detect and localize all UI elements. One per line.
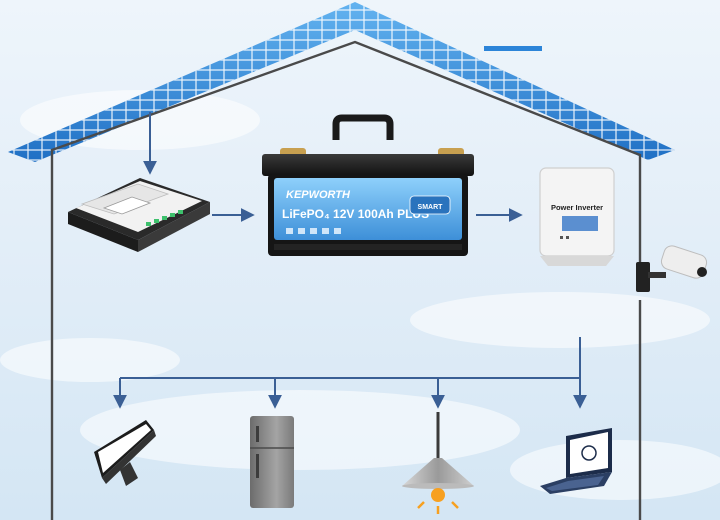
battery-icon: KEPWORTH LiFePO₄ 12V 100Ah PLUS SMART — [262, 114, 474, 256]
battery-smart-badge: SMART — [418, 204, 444, 211]
power-inverter-icon: Power Inverter — [539, 167, 615, 266]
solar-roof-icon — [8, 2, 675, 162]
inverter-label: Power Inverter — [551, 203, 603, 212]
security-camera-icon — [636, 245, 708, 292]
wiring — [113, 112, 587, 409]
battery-brand: KEPWORTH — [286, 189, 351, 201]
house-outline — [50, 40, 642, 520]
battery-model: LiFePO₄ 12V 100Ah PLUS — [282, 207, 429, 221]
laptop-icon — [540, 428, 612, 494]
refrigerator-icon — [250, 416, 294, 508]
charge-controller-icon — [68, 178, 210, 252]
ceiling-lamp-icon — [402, 412, 474, 514]
monitor-icon — [94, 420, 156, 486]
